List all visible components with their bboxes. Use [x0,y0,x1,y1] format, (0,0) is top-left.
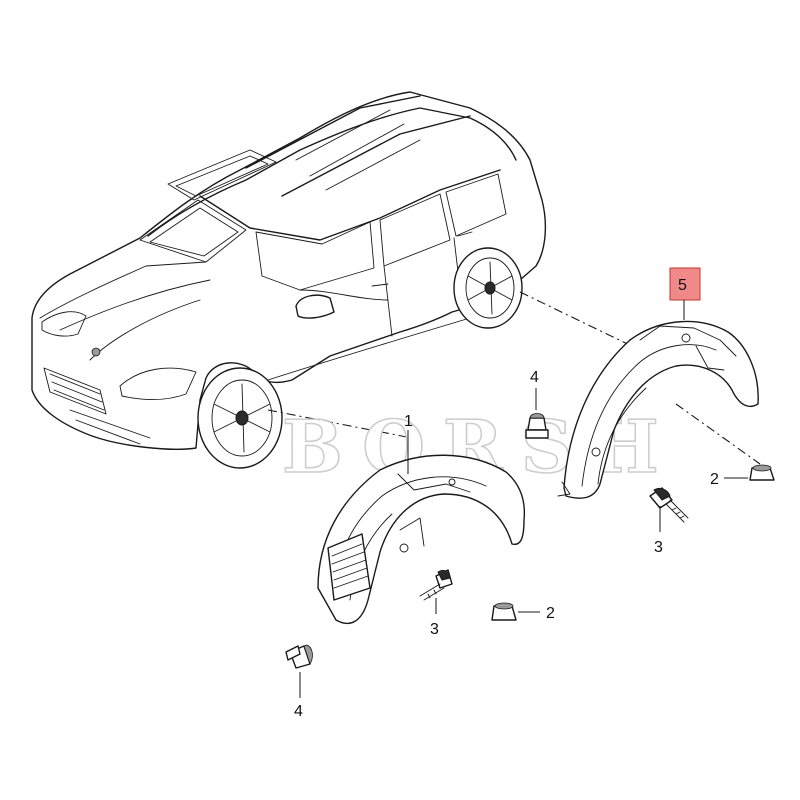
callout-front-liner: 1 [404,413,413,430]
callout-screw-front: 3 [430,621,439,638]
screw-front [419,569,453,601]
front-liner-guide-line [267,409,413,439]
rear-liner-guide-line [519,291,641,351]
callout-nut-right: 2 [710,471,719,488]
nut-front [491,602,517,621]
rear-wheel-arch-liner [557,320,759,499]
push-clip-front [285,644,313,669]
callout-rear-liner: 5 [678,277,687,294]
front-wheel [197,367,283,469]
liner-vent-grille [327,533,371,601]
front-wheel-arch-liner [317,454,526,625]
rear-wheel [453,247,523,329]
callout-clip-rear: 4 [530,369,539,386]
callout-clip-front: 4 [294,703,303,720]
car-illustration [31,91,547,469]
nut-right [749,464,775,481]
callout-nut-front: 2 [546,605,555,622]
push-clip-rear [525,413,549,439]
rear-nut-guide-line [675,403,761,465]
callout-highlight-box [669,267,701,301]
screw-rear [649,487,689,523]
callout-screw-rear: 3 [654,539,663,556]
